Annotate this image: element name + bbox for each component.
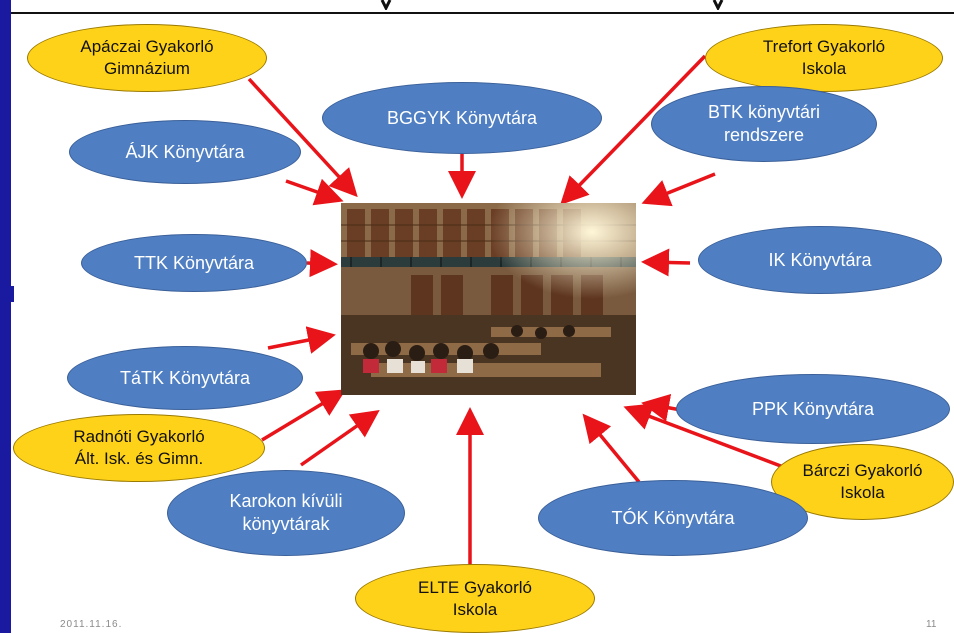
node-ajk-konyvtara: ÁJK Könyvtára [69, 120, 301, 184]
title-text-fragment [712, 0, 724, 10]
node-ik-konyvtara: IK Könyvtára [698, 226, 942, 294]
library-reading-room-photo [341, 203, 636, 395]
arrow-karokon [299, 409, 380, 467]
arrow-ajk [285, 178, 344, 206]
node-trefort-gyakorlo-iskola: Trefort Gyakorló Iskola [705, 24, 943, 92]
title-text-fragment [380, 0, 392, 10]
arrow-btk [641, 172, 716, 207]
arrow-barczi [623, 403, 787, 470]
slide-left-accent-bar [0, 0, 11, 633]
arrow-radnoti [261, 389, 346, 442]
slide-left-accent-mark [11, 286, 14, 302]
arrow-ik [641, 248, 691, 277]
node-ppk-konyvtara: PPK Könyvtára [676, 374, 950, 444]
library-photo-drawing [341, 203, 636, 395]
footer-date: 2011.11.16. [60, 619, 123, 630]
arrow-ttk [306, 249, 338, 278]
node-tatk-konyvtara: TáTK Könyvtára [67, 346, 303, 410]
node-apaczai-gyakorlo-gimnazium: Apáczai Gyakorló Gimnázium [27, 24, 267, 92]
node-bggyk-konyvtara: BGGYK Könyvtára [322, 82, 602, 154]
node-elte-gyakorlo-iskola: ELTE Gyakorló Iskola [355, 564, 595, 633]
arrow-trefort [560, 54, 707, 206]
node-karokon-kivuli-konyvtarak: Karokon kívüli könyvtárak [167, 470, 405, 556]
node-btk-konyvtari-rendszere: BTK könyvtári rendszere [651, 86, 877, 162]
arrow-tok [582, 413, 641, 484]
node-radnoti-gyakorlo: Radnóti Gyakorló Ált. Isk. és Gimn. [13, 414, 265, 482]
footer-page-number: 11 [926, 619, 937, 630]
node-tok-konyvtara: TÓK Könyvtára [538, 480, 808, 556]
arrow-apaczai [247, 77, 358, 198]
title-underline [11, 12, 954, 14]
arrow-tatk [267, 326, 336, 354]
node-ttk-konyvtara: TTK Könyvtára [81, 234, 307, 292]
